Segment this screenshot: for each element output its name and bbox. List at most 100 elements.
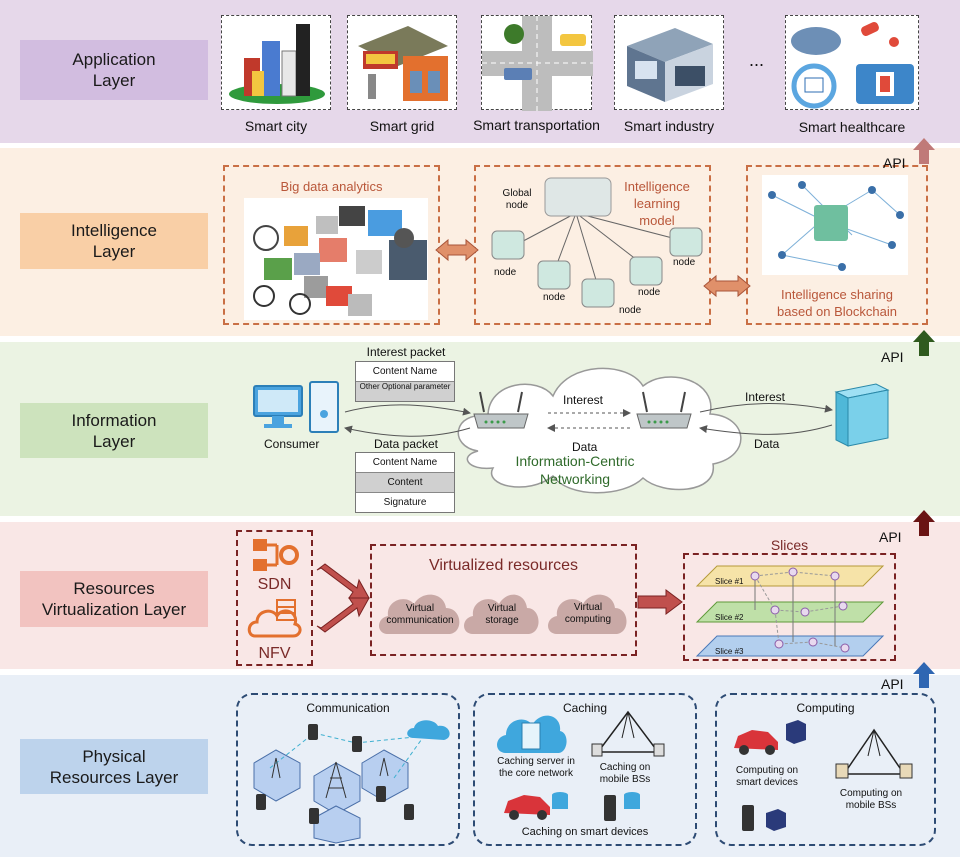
interest-packet: Content Name Other Optional parameter (355, 361, 455, 402)
slices-diagram (695, 565, 885, 657)
sdn-label: SDN (257, 576, 292, 593)
packet-row: Content Name (356, 453, 454, 473)
slices-box (683, 553, 896, 661)
router-icon (473, 391, 529, 429)
smart-city-label: Smart city (244, 118, 308, 134)
nfv-label: NFV (258, 645, 291, 662)
packet-row: Other Optional parameter (356, 382, 454, 401)
label-line: Resources Layer (49, 767, 179, 787)
computing-title: Computing (796, 701, 855, 715)
label-line: node (505, 200, 529, 211)
label-line: Intelligence (70, 221, 157, 240)
bidirectional-arrow (703, 274, 751, 298)
label-line: based on Blockchain (777, 304, 897, 319)
slices-title: Slices (770, 537, 809, 553)
interest-label: Interest (563, 393, 604, 407)
node-label: node (638, 287, 661, 298)
virtual-cloud-icon (379, 594, 460, 634)
label-line: mobile BSs (599, 774, 651, 785)
computing-box (715, 693, 936, 846)
slice-label: Slice #3 (715, 647, 744, 656)
label-line: Layer (92, 242, 136, 261)
application-ellipsis: ... (749, 50, 765, 70)
big-data-icon (244, 198, 428, 320)
nfv-icon (247, 599, 302, 638)
smart-city-icon (229, 24, 325, 104)
up-arrow-icon (913, 330, 935, 356)
communication-network-icon (253, 720, 450, 844)
label-line: communication (386, 615, 454, 626)
label-line: storage (485, 615, 519, 626)
smart-grid-box (347, 15, 457, 110)
label-line: model (639, 213, 675, 228)
smart-transportation-label: Smart transportation (473, 117, 600, 133)
virtualized-resources-box (370, 544, 637, 656)
label-line: Global (502, 188, 532, 199)
label-line: Computing on (839, 788, 903, 799)
label-line: Virtual (573, 602, 603, 613)
smart-city-box (221, 15, 331, 110)
node-label: node (543, 292, 566, 303)
api-label: API (883, 155, 906, 171)
api-label: API (879, 529, 902, 545)
big-data-title: Big data analytics (280, 179, 383, 194)
label-line: Intelligence sharing (780, 287, 894, 302)
label-line: Virtual (405, 603, 435, 614)
data-packet: Content Name Content Signature (355, 452, 455, 513)
label-line: the core network (499, 768, 573, 779)
caching-box (473, 693, 697, 846)
consumer-label: Consumer (264, 437, 320, 451)
blockchain-icon (762, 175, 908, 275)
virtual-cloud-icon (464, 594, 539, 634)
virtualized-resources-title: Virtualized resources (428, 557, 579, 574)
communication-box (236, 693, 460, 846)
learning-network (491, 177, 703, 308)
sdn-nfv-box (236, 530, 313, 666)
smart-industry-label: Smart industry (623, 118, 715, 134)
big-data-box (223, 165, 440, 325)
router-icon (636, 391, 692, 429)
label-line: Caching server in (497, 756, 575, 767)
packet-row: Content Name (356, 362, 454, 382)
smart-industry-box (614, 15, 724, 110)
virtual-cloud-icon (548, 594, 627, 634)
label-line: Intelligence (624, 179, 690, 194)
label-line: Virtualization Layer (41, 600, 187, 619)
smart-healthcare-icon (791, 21, 914, 109)
smart-healthcare-box (785, 15, 919, 110)
up-arrow-icon (913, 510, 935, 536)
smart-grid-icon (358, 26, 448, 101)
label-line: Physical (82, 746, 146, 766)
label-line: Information-Centric (515, 453, 635, 469)
node-label: node (673, 257, 696, 268)
computing-smart-devices-icon (742, 805, 786, 831)
label-line: Information (71, 410, 157, 430)
blockchain-label: Intelligence sharing based on Blockchain (746, 286, 928, 320)
learning-model-box (474, 165, 711, 325)
smart-healthcare-label: Smart healthcare (798, 119, 906, 135)
computing-bs-icon (835, 728, 913, 779)
label-line: computing (564, 614, 612, 625)
label-line: Resources (73, 579, 155, 598)
smart-industry-icon (627, 28, 713, 102)
caching-title: Caching (562, 701, 608, 715)
up-arrow-icon (913, 662, 935, 688)
interest-packet-title: Interest packet (366, 345, 446, 359)
label-line: mobile BSs (845, 800, 897, 811)
data-label: Data (572, 440, 598, 454)
api-label: API (881, 676, 904, 692)
smart-transportation-icon (482, 16, 593, 111)
node-label: node (619, 305, 642, 316)
